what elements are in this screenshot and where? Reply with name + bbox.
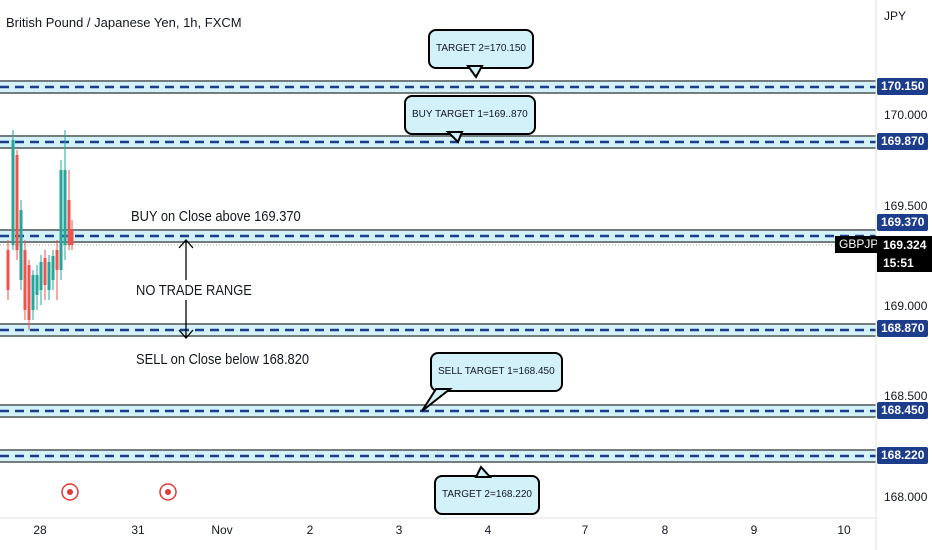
candle-body: [70, 230, 74, 245]
last-price-box: 169.324 15:51: [877, 236, 932, 272]
target2-down-callout: TARGET 2=168.220: [434, 475, 540, 515]
bar-countdown: 15:51: [883, 256, 914, 270]
buy-note: BUY on Close above 169.370: [131, 208, 301, 225]
y-tick: 169.500: [884, 199, 928, 213]
x-tick: 9: [750, 523, 758, 537]
candle-body: [43, 258, 47, 285]
candle-body: [39, 262, 43, 290]
candlestick-series: [6, 130, 74, 330]
event-marker-dot: [67, 489, 73, 495]
buy-target1-callout: BUY TARGET 1=169..870: [404, 95, 536, 135]
level-price-label: 170.150: [877, 78, 929, 95]
candle-body: [63, 170, 67, 245]
last-price-value: 169.324: [883, 238, 927, 252]
candle-body: [55, 250, 59, 270]
level-price-label: 168.870: [877, 320, 929, 337]
y-tick: 168.000: [884, 490, 928, 504]
candle-body: [67, 200, 71, 245]
level-price-label: 168.220: [877, 447, 929, 464]
candle-body: [59, 170, 63, 270]
chart-title: British Pound / Japanese Yen, 1h, FXCM: [6, 15, 242, 30]
level-price-label: 168.450: [877, 402, 929, 419]
range-arrows: [178, 239, 194, 339]
event-marker-dot: [165, 489, 171, 495]
sell-note: SELL on Close below 168.820: [136, 351, 310, 368]
y-tick: 170.000: [884, 108, 928, 122]
currency-label: JPY: [883, 9, 906, 23]
target2-up-callout: TARGET 2=170.150: [428, 29, 534, 69]
x-tick: 28: [33, 523, 47, 537]
candle-body: [27, 265, 31, 320]
candle-body: [31, 275, 35, 310]
x-tick: 4: [484, 523, 492, 537]
no-trade-note: NO TRADE RANGE: [136, 282, 252, 299]
candle-body: [6, 250, 10, 290]
symbol-tag: GBPJPY: [835, 236, 891, 253]
level-price-label: 169.370: [877, 214, 929, 231]
candle-body: [23, 250, 27, 310]
candle-body: [47, 262, 51, 290]
candle-body: [35, 275, 39, 295]
x-tick: Nov: [211, 523, 233, 537]
x-tick: 31: [131, 523, 145, 537]
x-tick: 7: [581, 523, 589, 537]
x-tick: 2: [306, 523, 314, 537]
sell-target1-callout: SELL TARGET 1=168.450: [430, 352, 563, 392]
y-tick: 168.500: [884, 389, 928, 403]
candle-body: [51, 256, 55, 280]
y-tick: 169.000: [884, 299, 928, 313]
candle-body: [15, 155, 19, 250]
candle-body: [11, 140, 15, 245]
x-tick: 8: [661, 523, 669, 537]
x-tick: 10: [837, 523, 851, 537]
level-price-label: 169.870: [877, 133, 929, 150]
x-tick: 3: [395, 523, 403, 537]
